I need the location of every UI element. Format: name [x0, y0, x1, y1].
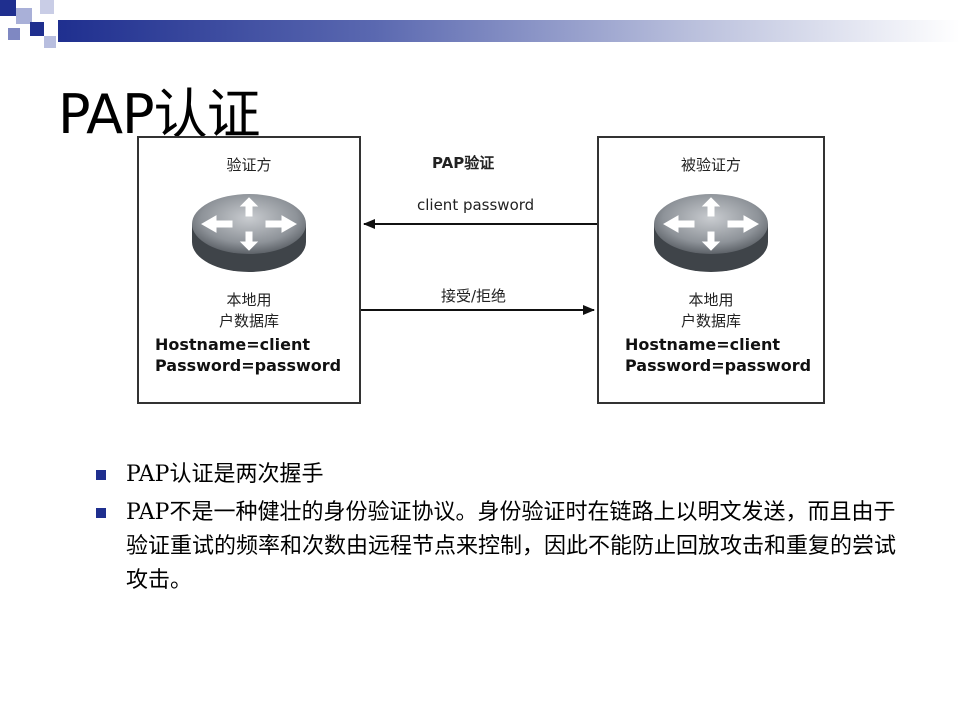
arrow-label-client-password: client password	[417, 196, 535, 214]
verified-title: 被验证方	[680, 156, 741, 174]
verified-password: Password=password	[625, 356, 812, 375]
corner-square	[30, 22, 44, 36]
verifier-title: 验证方	[226, 156, 272, 174]
router-icon	[654, 194, 768, 272]
verifier-password: Password=password	[155, 356, 342, 375]
corner-square	[40, 0, 54, 14]
bullet-item: PAP认证是两次握手	[96, 458, 896, 492]
corner-square	[0, 0, 16, 16]
page-title: PAP认证	[58, 83, 261, 146]
verified-db-line2: 户数据库	[680, 312, 741, 330]
verified-hostname: Hostname=client	[625, 335, 781, 354]
verified-box: 被验证方 本地用 户数据库 Hostname=client Password=p…	[597, 136, 825, 404]
router-icon	[192, 194, 306, 272]
verifier-db-line2: 户数据库	[218, 312, 279, 330]
header-gradient-bar	[58, 20, 960, 42]
corner-square	[16, 8, 32, 24]
corner-square	[44, 36, 56, 48]
verifier-box: 验证方 本地用 户数据库 Hostname=client Password=pa…	[137, 136, 361, 404]
arrow-label-pap: PAP验证	[432, 154, 495, 172]
arrow-label-accept-reject: 接受/拒绝	[441, 287, 507, 305]
bullet-list: PAP认证是两次握手 PAP不是一种健壮的身份验证协议。身份验证时在链路上以明文…	[96, 458, 896, 598]
verified-db-line1: 本地用	[688, 291, 734, 309]
verifier-db-line1: 本地用	[226, 291, 272, 309]
bullet-item: PAP不是一种健壮的身份验证协议。身份验证时在链路上以明文发送，而且由于验证重试…	[96, 496, 896, 598]
verifier-hostname: Hostname=client	[155, 335, 311, 354]
corner-square	[8, 28, 20, 40]
